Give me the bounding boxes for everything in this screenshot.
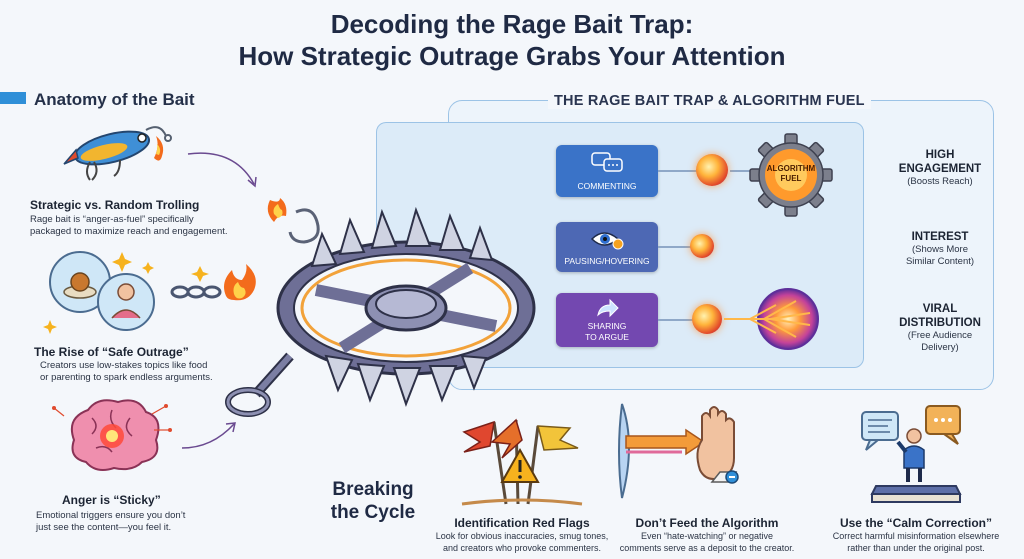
energy-orb: [690, 234, 714, 258]
breaking-item-1-title: Identification Red Flags: [454, 516, 590, 530]
breaking-heading-line-1: Breaking: [332, 479, 414, 500]
anatomy-item-3-desc: Emotional triggers ensure you don’t just…: [36, 510, 185, 534]
action-sharing-label-line-2: TO ARGUE: [585, 332, 629, 342]
page-title-line-2: How Strategic Outrage Grabs Your Attenti…: [238, 41, 786, 71]
gear-label-line-2: FUEL: [780, 174, 802, 183]
outcome-1-desc: (Boosts Reach): [907, 176, 973, 187]
outcome-2-desc-line-1: (Shows More: [912, 244, 968, 255]
outcome-1-title-line-1: HIGH: [925, 149, 955, 161]
breaking-item-1-desc-line-1: Look for obvious inaccuracies, smug tone…: [435, 531, 609, 541]
anatomy-item-2-title: The Rise of “Safe Outrage”: [34, 345, 189, 359]
anatomy-heading: Anatomy of the Bait: [34, 90, 195, 109]
breaking-item-3-desc: Correct harmful misinformation elsewhere…: [814, 531, 1018, 554]
anatomy-item-2-desc-line-2: or parenting to spark endless arguments.: [40, 372, 213, 383]
chain-fire-icon: [170, 264, 256, 301]
breaking-item-2-desc-line-2: comments serve as a deposit to the creat…: [619, 542, 795, 553]
connector-line: [730, 170, 750, 172]
anatomy-item-1-desc-line-2: packaged to maximize reach and engagemen…: [30, 226, 228, 237]
anatomy-item-1-desc: Rage bait is “anger-as-fuel” specificall…: [30, 214, 228, 238]
outcome-3-desc-line-1: (Free Audience: [907, 330, 973, 341]
breaking-item-3-title: Use the “Calm Correction”: [839, 516, 993, 530]
breaking-item-2-title: Don’t Feed the Algorithm: [635, 516, 779, 530]
brain-icon: [52, 399, 172, 471]
anatomy-item-3-desc-line-1: Emotional triggers ensure you don’t: [36, 510, 186, 521]
action-sharing-label-line-1: SHARING: [587, 321, 627, 331]
connector-line: [658, 319, 694, 321]
outcome-2-desc-line-2: Similar Content): [905, 256, 975, 267]
action-sharing-label: SHARING TO ARGUE: [556, 321, 658, 343]
page-title-line-1: Decoding the Rage Bait Trap:: [330, 9, 694, 39]
trap-panel-heading: THE RAGE BAIT TRAP & ALGORITHM FUEL: [548, 93, 871, 109]
outcome-viral-distribution: VIRAL DISTRIBUTION (Free Audience Delive…: [890, 302, 990, 354]
outcome-high-engagement: HIGH ENGAGEMENT (Boosts Reach): [890, 148, 990, 188]
breaking-item-1-desc-line-2: and creators who provoke commenters.: [442, 542, 602, 553]
anatomy-item-3-title: Anger is “Sticky”: [62, 493, 161, 507]
breaking-item-2-desc: Even “hate-watching” or negative comment…: [602, 531, 812, 554]
breaking-item-3-desc-line-1: Correct harmful misinformation elsewhere: [832, 531, 1000, 541]
outcome-3-title-line-1: VIRAL: [922, 303, 958, 315]
action-commenting: COMMENTING: [556, 145, 658, 197]
outcome-2-title: INTEREST: [911, 231, 969, 243]
anatomy-item-2-desc-line-1: Creators use low-stakes topics like food: [40, 360, 208, 371]
outcome-1-title-line-2: ENGAGEMENT: [898, 163, 982, 175]
algorithm-gear-icon: [749, 133, 833, 217]
pointer-arrow-top: [187, 152, 257, 188]
eye-clock-icon: [590, 232, 624, 250]
gear-label-line-1: ALGORITHM: [766, 164, 816, 173]
breaking-item-3-desc-line-2: rather than under the original post.: [847, 542, 985, 553]
outcome-3-title-line-2: DISTRIBUTION: [899, 317, 981, 329]
food-parenting-bubbles-icon: [43, 251, 155, 334]
connector-line: [658, 246, 692, 248]
pointer-arrow-bottom: [181, 422, 236, 449]
energy-orb: [696, 154, 728, 186]
stop-hand-shield-icon: [618, 403, 739, 499]
share-arrow-icon: [597, 298, 619, 318]
action-pausing-label: PAUSING/HOVERING: [564, 256, 650, 266]
anatomy-item-3-desc-line-2: just see the content—you feel it.: [36, 522, 172, 533]
anatomy-item-1-title: Strategic vs. Random Trolling: [30, 198, 200, 212]
page-title: Decoding the Rage Bait Trap: How Strateg…: [0, 8, 1024, 72]
connector-line: [658, 170, 698, 172]
section-accent-bar: [0, 92, 26, 104]
breaking-item-1-desc: Look for obvious inaccuracies, smug tone…: [422, 531, 622, 554]
red-flags-warning-icon: [461, 418, 583, 506]
fishing-lure-icon: [63, 126, 172, 181]
bear-trap-illustration: [225, 198, 536, 417]
action-pausing: PAUSING/HOVERING: [556, 222, 658, 272]
breaking-item-2-desc-line-1: Even “hate-watching” or negative: [640, 531, 774, 541]
breaking-heading-line-2: the Cycle: [330, 502, 416, 523]
algorithm-gear-label: ALGORITHM FUEL: [748, 164, 834, 184]
viral-spread-orb: [724, 288, 819, 350]
energy-orb: [692, 304, 722, 334]
action-sharing: SHARING TO ARGUE: [556, 293, 658, 347]
outcome-interest: INTEREST (Shows More Similar Content): [890, 230, 990, 268]
anatomy-item-1-desc-line-1: Rage bait is “anger-as-fuel” specificall…: [30, 214, 194, 225]
anatomy-item-2-desc: Creators use low-stakes topics like food…: [40, 360, 213, 384]
calm-correction-speaker-icon: [861, 405, 962, 503]
outcome-3-desc-line-2: Delivery): [921, 342, 959, 353]
speech-bubbles-icon: [591, 152, 623, 172]
breaking-heading: Breaking the Cycle: [318, 478, 428, 524]
action-commenting-label: COMMENTING: [577, 181, 637, 191]
